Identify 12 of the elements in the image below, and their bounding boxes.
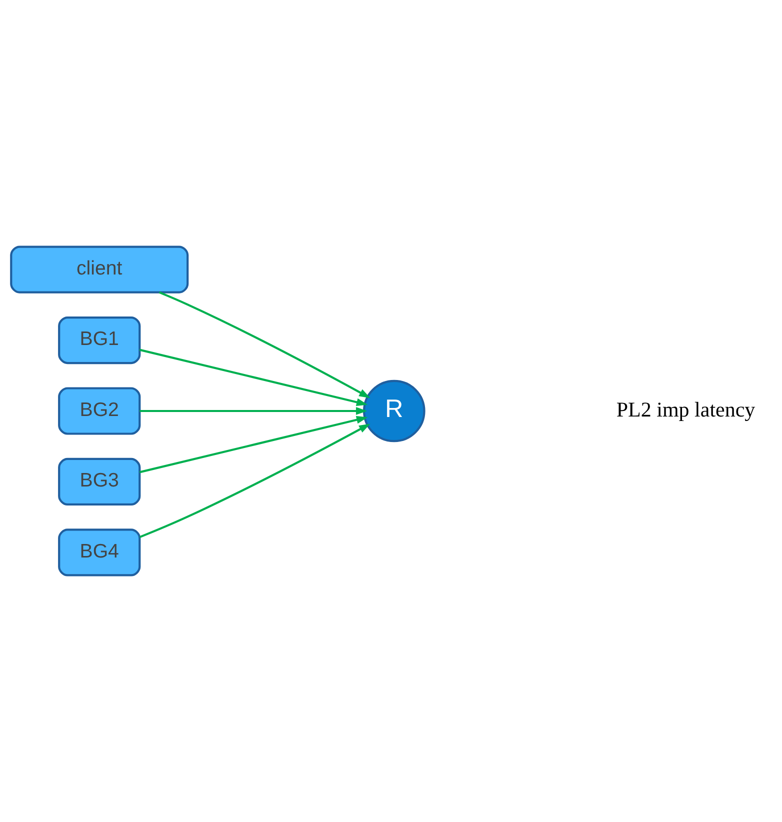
arrow bbox=[158, 291, 370, 398]
arrow bbox=[140, 407, 368, 415]
arrow bbox=[139, 416, 368, 474]
node-circle: R bbox=[363, 380, 426, 442]
node-box: BG3 bbox=[58, 458, 141, 506]
node-box: BG4 bbox=[58, 528, 141, 576]
node-box: client bbox=[10, 246, 189, 294]
arrow bbox=[139, 348, 368, 406]
label: PL2 imp latency bbox=[616, 397, 756, 422]
node-box: BG1 bbox=[58, 316, 141, 364]
arrow bbox=[139, 424, 370, 538]
node-box: BG2 bbox=[58, 387, 141, 435]
